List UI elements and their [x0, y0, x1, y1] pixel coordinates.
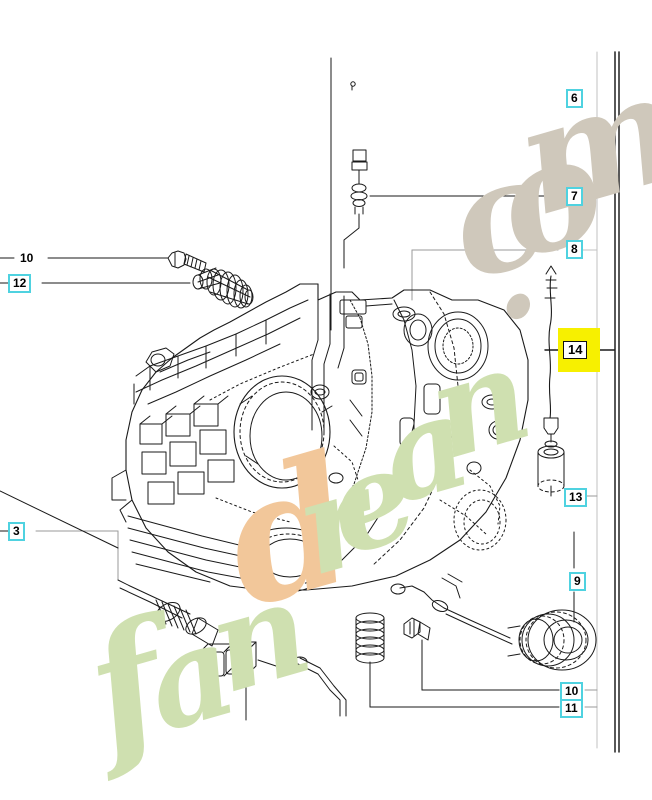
callout-3[interactable]: 3	[8, 522, 25, 541]
callout-14[interactable]: 14	[563, 341, 588, 359]
callout-12[interactable]: 12	[8, 274, 32, 293]
callout-10-left[interactable]: 10	[16, 250, 38, 267]
callout-9[interactable]: 9	[569, 572, 586, 591]
callout-6[interactable]: 6	[566, 89, 583, 108]
callout-7[interactable]: 7	[566, 187, 583, 206]
callout-13[interactable]: 13	[564, 488, 588, 507]
callout-11[interactable]: 11	[560, 699, 583, 718]
callout-8[interactable]: 8	[566, 240, 583, 259]
